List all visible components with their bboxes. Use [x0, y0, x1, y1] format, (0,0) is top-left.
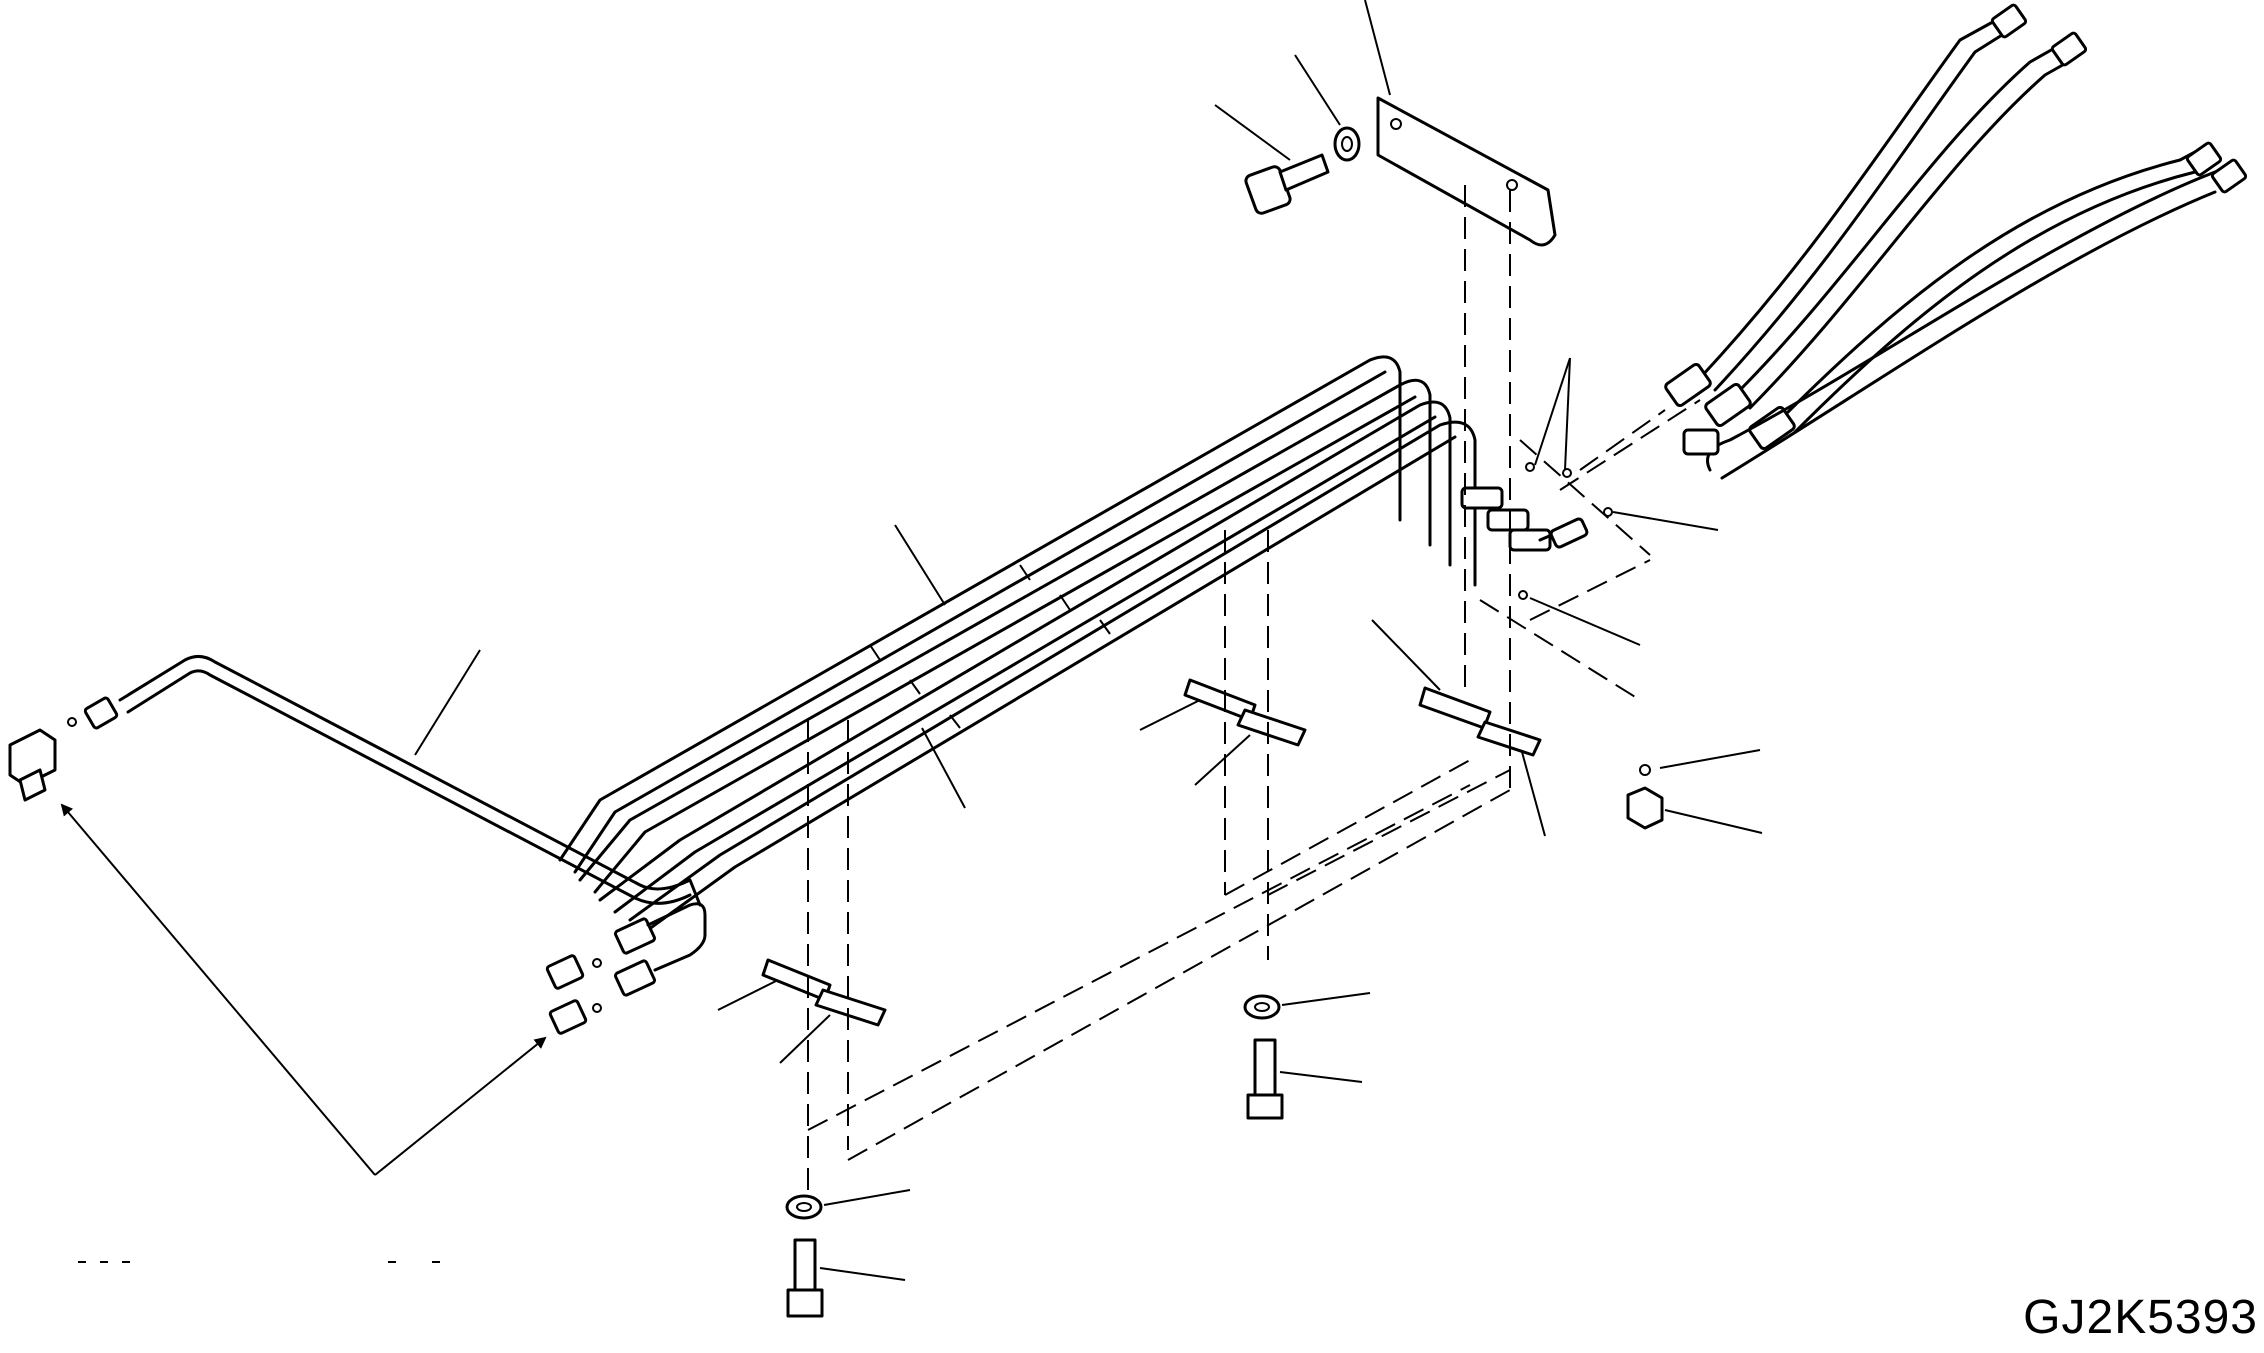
bottom-washer [785, 1189, 911, 1220]
hose-4-elbow-fitting [1682, 428, 1720, 456]
left-lower-fittings [545, 902, 707, 1035]
tube-fitting-3 [1508, 528, 1552, 552]
hose-2-far-fitting [2050, 31, 2088, 67]
bottom-bolt [786, 1238, 906, 1318]
left-fitting-2 [548, 999, 588, 1035]
o-ring-2 [1562, 468, 1572, 478]
tube-4 [628, 420, 1477, 934]
o-ring-3 [1603, 507, 1613, 517]
right-o-ring-leaders [1529, 357, 1719, 646]
leader-line [1364, 0, 1391, 96]
left-supply-tube [118, 649, 702, 907]
left-fitting-3 [614, 917, 656, 955]
tube-3 [598, 400, 1452, 914]
left-o-ring-1 [592, 958, 602, 968]
clamp-right-upper [1371, 619, 1492, 730]
elbow-o-ring [67, 717, 77, 727]
clamp-right-lower [1476, 720, 1546, 837]
leader-line [779, 1014, 831, 1064]
clamp-left-lower [779, 988, 887, 1064]
detail-arrows [60, 803, 547, 1176]
left-fitting-4 [614, 959, 656, 997]
main-tube-bundle [558, 355, 1477, 934]
left-elbow-fitting [8, 696, 119, 802]
left-fitting-1 [545, 954, 585, 990]
hose-2 [1704, 43, 2077, 428]
leader-line [1279, 1071, 1363, 1083]
hose-1-far-fitting [1990, 3, 2028, 39]
o-ring-4 [1518, 590, 1528, 600]
leader-line [1139, 699, 1201, 731]
clamp-mid-lower [1194, 708, 1307, 786]
o-ring-1 [1525, 462, 1535, 472]
leader-line [414, 649, 481, 756]
hose-3 [1748, 150, 2212, 451]
top-mounting-bracket [1364, 0, 1557, 247]
hose-3-end-fitting [1748, 405, 1796, 451]
leader-line [1521, 751, 1546, 837]
leader-line [819, 1267, 906, 1281]
leader-line [1214, 104, 1291, 161]
tube-fitting-2 [1486, 508, 1530, 532]
top-bolt [1214, 104, 1330, 215]
arrow-to-fitting [374, 1036, 547, 1176]
hose-4-far-fitting [2210, 158, 2248, 194]
leader-line [1294, 54, 1341, 126]
tube-fitting-1 [1460, 486, 1504, 510]
right-tube-fittings [1460, 462, 1613, 600]
tube-leader-lines [894, 524, 966, 809]
assembly-dashed-lines [807, 185, 1701, 1190]
tube-joint-marks [869, 564, 1111, 729]
leader-line [1194, 734, 1251, 786]
left-o-ring-2 [592, 1003, 602, 1013]
tube-fitting-4 [1549, 517, 1589, 549]
mid-washer [1243, 992, 1371, 1020]
arrow-to-elbow [60, 803, 376, 1176]
hose-1-end-fitting [1664, 362, 1712, 408]
hose-2-end-fitting [1704, 382, 1752, 428]
leader-line [1664, 809, 1763, 834]
tube-2 [578, 378, 1432, 894]
leader-line [1659, 749, 1761, 769]
top-washer [1294, 54, 1361, 162]
leader-line [1371, 619, 1441, 691]
hex-nut [1626, 786, 1763, 834]
mid-bolt [1246, 1038, 1363, 1120]
hose-assembly [1664, 3, 2248, 480]
clamp-left-upper [717, 958, 832, 1011]
elbow-union [83, 696, 119, 730]
hose-1 [1664, 16, 2012, 408]
tube-1 [558, 355, 1402, 874]
hose-3-far-fitting [2185, 141, 2223, 177]
lower-right-o-ring [1639, 749, 1761, 776]
leader-line [823, 1189, 911, 1206]
leader-line [717, 979, 779, 1011]
leader-line [1281, 992, 1371, 1006]
hose-4 [1682, 168, 2222, 480]
drawing-reference-code: GJ2K5393 [2023, 1291, 2258, 1344]
